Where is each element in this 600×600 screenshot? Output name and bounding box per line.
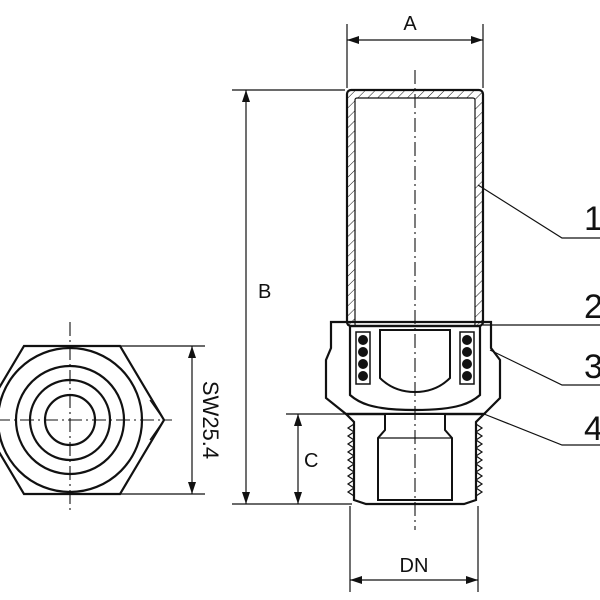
section-view: [324, 70, 502, 530]
callout-2: 2: [584, 288, 600, 326]
callout-4: 4: [584, 410, 600, 448]
o-rings: [355, 331, 475, 385]
hex-front-view: [0, 322, 172, 514]
sw-dimension: SW25.4: [120, 345, 223, 495]
a-dimension: A: [346, 13, 484, 88]
callout-1: 1: [584, 200, 600, 238]
dn-dimension: DN: [349, 506, 479, 592]
c-dimension-label: C: [304, 450, 318, 472]
dn-dimension-label: DN: [400, 555, 429, 577]
callouts: 1 2 3 4: [477, 184, 600, 448]
a-dimension-label: A: [403, 13, 417, 35]
b-dimension-label: B: [258, 281, 271, 303]
b-dimension: B: [232, 89, 352, 505]
callout-3: 3: [584, 348, 600, 386]
c-dimension: C: [286, 413, 346, 504]
sw-dimension-label: SW25.4: [198, 381, 223, 459]
